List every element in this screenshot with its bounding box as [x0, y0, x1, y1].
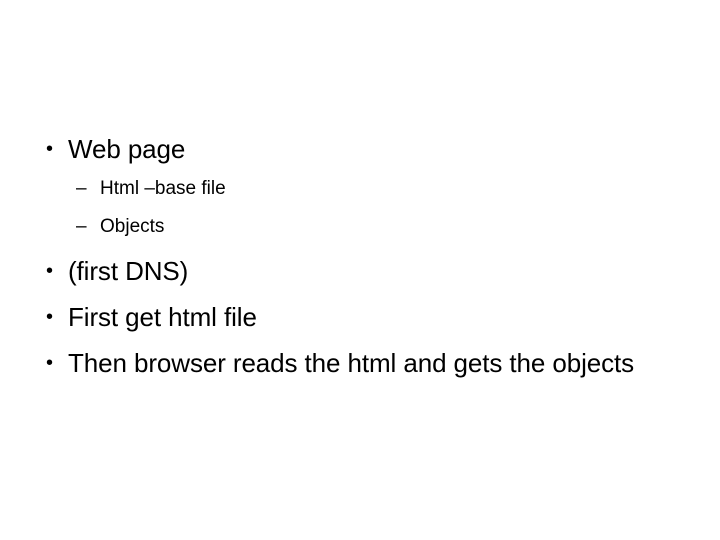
list-item-label: (first DNS): [68, 256, 189, 286]
list-item-label: First get html file: [68, 302, 257, 332]
sub-list-item-label: Html –base file: [100, 178, 226, 199]
list-item[interactable]: • Then browser reads the html and gets t…: [40, 340, 660, 386]
sub-list-item[interactable]: – Html –base file: [40, 170, 660, 208]
sub-list-item-label: Objects: [100, 216, 165, 237]
bullet-dash-icon: –: [76, 178, 87, 199]
list-item[interactable]: • First get html file: [40, 294, 660, 340]
sub-list: – Html –base file – Objects: [40, 170, 660, 246]
slide-content-placeholder[interactable]: • Web page – Html –base file – Objects •…: [40, 126, 660, 386]
bullet-dash-icon: –: [76, 216, 87, 237]
bullet-dot-icon: •: [46, 138, 54, 160]
list-item[interactable]: • (first DNS): [40, 248, 660, 294]
list-item-label: Web page: [68, 134, 186, 164]
sub-list-item[interactable]: – Objects: [40, 208, 660, 246]
list-item[interactable]: • Web page: [40, 126, 660, 172]
bullet-dot-icon: •: [46, 306, 54, 328]
list-item-label: Then browser reads the html and gets the…: [68, 348, 635, 378]
bullet-dot-icon: •: [46, 352, 54, 374]
bullet-dot-icon: •: [46, 260, 54, 282]
